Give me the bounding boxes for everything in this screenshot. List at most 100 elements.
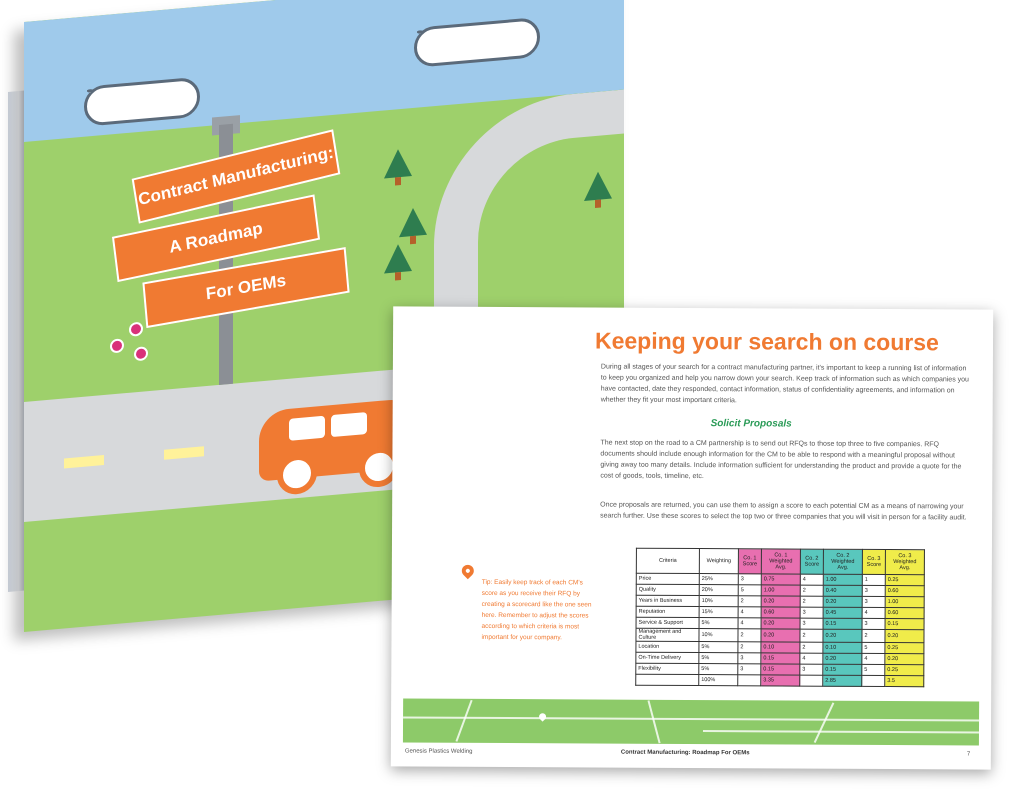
cell-co3-weighted: 0.25 [884, 642, 924, 654]
cell-weighting: 5% [699, 617, 739, 629]
cell-weighting: 10% [699, 595, 739, 607]
cell-co3-score: 5 [861, 664, 885, 676]
cell-co2-weighted: 0.20 [823, 596, 863, 608]
cell-co3-weighted: 3.5 [884, 675, 924, 687]
cell-co3-score: 1 [862, 574, 886, 586]
cell-co1-weighted: 1.00 [761, 584, 801, 597]
cell-co1-weighted: 0.20 [760, 628, 801, 643]
cell-co3-weighted: 0.20 [884, 653, 924, 665]
scorecard-table: Criteria Weighting Co. 1 Score Co. 1 Wei… [635, 547, 925, 688]
map-strip [402, 698, 980, 746]
cell-co2-score: 2 [799, 629, 824, 643]
cell-co1-weighted: 3.35 [760, 674, 800, 687]
tip-text: Tip: Easily keep track of each CM's scor… [481, 578, 592, 642]
cell-weighting: 20% [699, 584, 739, 596]
cell-co2-score: 2 [799, 642, 823, 654]
cell-criteria: Years in Business [636, 595, 700, 607]
cell-co2-score: 3 [800, 607, 824, 619]
tree-icon [384, 148, 412, 179]
cell-co2-score: 4 [800, 574, 824, 586]
header-co2-score: Co. 2 Score [800, 549, 824, 575]
header-weighting: Weighting [699, 548, 739, 574]
cell-co1-score: 2 [737, 641, 761, 653]
table-row: 100% 3.35 2.85 3.5 [635, 674, 924, 687]
map-road [455, 699, 473, 742]
cell-co2-weighted: 0.20 [822, 629, 863, 643]
cell-co1-score: 2 [737, 628, 762, 642]
page-title: Keeping your search on course [594, 327, 939, 356]
cell-co1-weighted: 0.60 [761, 606, 801, 619]
tree-icon [384, 243, 412, 274]
cell-co1-weighted: 0.75 [761, 573, 801, 586]
map-road [702, 730, 979, 734]
header-criteria: Criteria [636, 548, 700, 574]
cell-co1-weighted: 0.10 [760, 641, 800, 654]
cell-co3-score: 3 [862, 585, 886, 597]
cell-co2-weighted: 2.85 [822, 675, 862, 687]
cell-co3-weighted: 0.25 [885, 574, 925, 586]
cell-co3-score [861, 675, 885, 687]
cell-co3-weighted: 0.20 [884, 629, 925, 643]
cell-weighting: 5% [698, 663, 738, 675]
cell-co2-score: 4 [799, 653, 823, 665]
tree-trunk [595, 199, 601, 209]
flower-icon [129, 321, 143, 337]
header-co2-weighted: Co. 2 Weighted Avg. [823, 549, 863, 575]
cell-co3-score: 5 [861, 642, 885, 654]
cell-co2-score: 3 [799, 664, 823, 676]
tree-icon [399, 206, 427, 238]
intro-paragraph: During all stages of your search for a c… [600, 363, 969, 405]
cell-co1-score: 2 [738, 595, 762, 607]
flower-icon [134, 346, 148, 362]
cell-weighting: 5% [698, 652, 738, 664]
cell-co3-weighted: 1.00 [885, 596, 925, 608]
cell-co1-score: 5 [738, 584, 762, 596]
cell-criteria: Location [635, 641, 699, 653]
cell-weighting: 100% [698, 674, 738, 686]
cell-co2-score: 2 [800, 596, 824, 608]
cell-co2-score [799, 675, 823, 687]
cell-co2-weighted: 0.45 [823, 607, 863, 619]
cell-criteria: Quality [636, 584, 700, 596]
cell-co1-weighted: 0.15 [760, 652, 800, 665]
cell-criteria: Price [636, 573, 700, 585]
cell-co1-score: 3 [737, 663, 761, 675]
cell-criteria [635, 674, 699, 686]
cell-co1-weighted: 0.20 [761, 595, 801, 608]
cell-co1-weighted: 0.15 [760, 663, 800, 676]
cell-co3-weighted: 0.25 [884, 664, 924, 676]
cell-co1-score: 4 [738, 606, 762, 618]
cell-criteria: Reputation [636, 606, 700, 618]
tree-trunk [395, 272, 401, 281]
cell-weighting: 25% [699, 573, 739, 585]
cell-co3-score: 2 [861, 629, 886, 643]
cell-co2-weighted: 0.10 [822, 642, 862, 654]
header-co3-score: Co. 3 Score [862, 549, 886, 575]
cell-weighting: 5% [698, 641, 738, 653]
cell-criteria: On-Time Delivery [635, 652, 699, 664]
cell-co2-weighted: 0.15 [822, 664, 862, 676]
car-window [289, 415, 325, 441]
section-subheading: Solicit Proposals [710, 418, 792, 430]
page-number: 7 [966, 751, 971, 758]
car-window [331, 411, 367, 438]
cell-co1-score [737, 674, 761, 686]
table-header-row: Criteria Weighting Co. 1 Score Co. 1 Wei… [636, 548, 925, 575]
cell-co2-weighted: 0.15 [823, 618, 863, 630]
map-road [813, 702, 835, 744]
cell-criteria: Flexibility [635, 663, 699, 675]
cell-co1-score: 3 [738, 573, 762, 585]
cell-criteria: Service & Support [636, 617, 700, 629]
flower-icon [110, 338, 124, 354]
tree-trunk [395, 177, 401, 186]
cell-co2-weighted: 0.20 [822, 653, 862, 665]
cell-co3-score: 4 [862, 607, 886, 619]
tree-icon [584, 170, 612, 202]
cell-weighting: 15% [699, 606, 739, 618]
map-pin-icon [459, 562, 477, 580]
cell-co3-score: 3 [862, 596, 886, 608]
map-road [647, 700, 661, 744]
cell-co2-weighted: 0.40 [823, 585, 863, 597]
cell-co2-score: 3 [800, 618, 824, 630]
